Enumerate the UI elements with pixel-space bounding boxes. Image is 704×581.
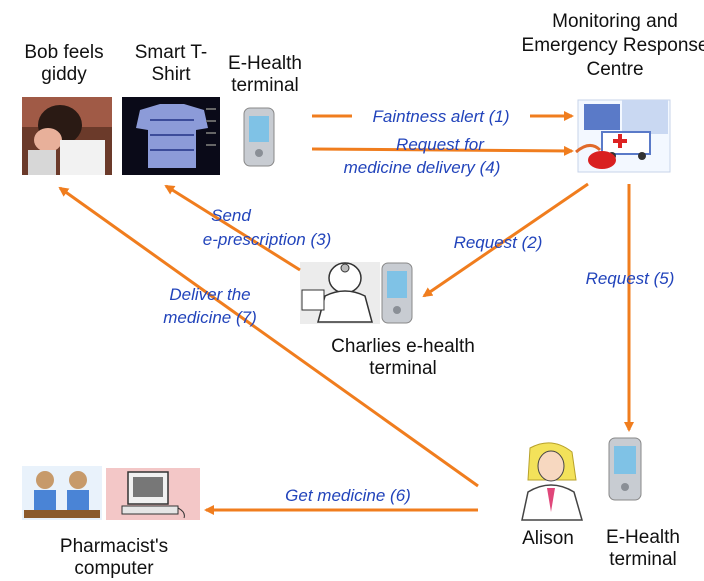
arrow-request-2 — [422, 182, 589, 298]
smart-tshirt-photo — [122, 97, 220, 175]
edge-label-send-line1: Send — [211, 206, 251, 225]
edge-label-request-5: Request (5) — [585, 269, 675, 288]
smart-tshirt-label: Smart T-Shirt — [134, 42, 208, 85]
response-centre-label: Monitoring and Emergency Response Centre — [521, 11, 704, 80]
edge-label-get-medicine: Get medicine (6) — [285, 486, 411, 505]
edge-label-faintness-alert: Faintness alert (1) — [352, 106, 530, 127]
arrow-request-medicine-delivery — [311, 145, 574, 156]
edge-label-send-line2: e-prescription (3) — [202, 230, 332, 249]
alison-terminal-label: E-Health terminal — [606, 527, 680, 570]
arrow-send-eprescription — [164, 184, 301, 272]
arrow-deliver-medicine — [58, 186, 479, 488]
computer-icon — [106, 468, 200, 520]
edge-label-request-2: Request (2) — [453, 233, 543, 252]
charlie-doctor-icon — [300, 262, 380, 324]
edge-label-deliver-line2: medicine (7) — [163, 308, 257, 327]
bob-terminal-label: E-Health terminal — [228, 53, 302, 96]
alison-label: Alison — [522, 528, 574, 549]
alison-icon — [512, 440, 590, 522]
bob-photo — [22, 97, 112, 175]
charlie-pda-icon — [381, 262, 413, 324]
pharmacist-label: Pharmacist's computer — [59, 536, 169, 579]
edge-label-deliver-line1: Deliver the — [169, 285, 251, 304]
alison-pda-icon — [608, 437, 642, 501]
edge-label-request-medicine-delivery-line1: Request for — [396, 135, 484, 154]
charlie-label: Charlies e-health terminal — [331, 336, 475, 379]
bob-label: Bob feels giddy — [24, 42, 104, 85]
bob-pda-icon — [243, 107, 275, 167]
response-centre-icon — [575, 99, 671, 173]
edge-label-request-medicine-delivery-line2: medicine delivery (4) — [343, 158, 501, 177]
pharmacists-icon — [22, 466, 102, 520]
